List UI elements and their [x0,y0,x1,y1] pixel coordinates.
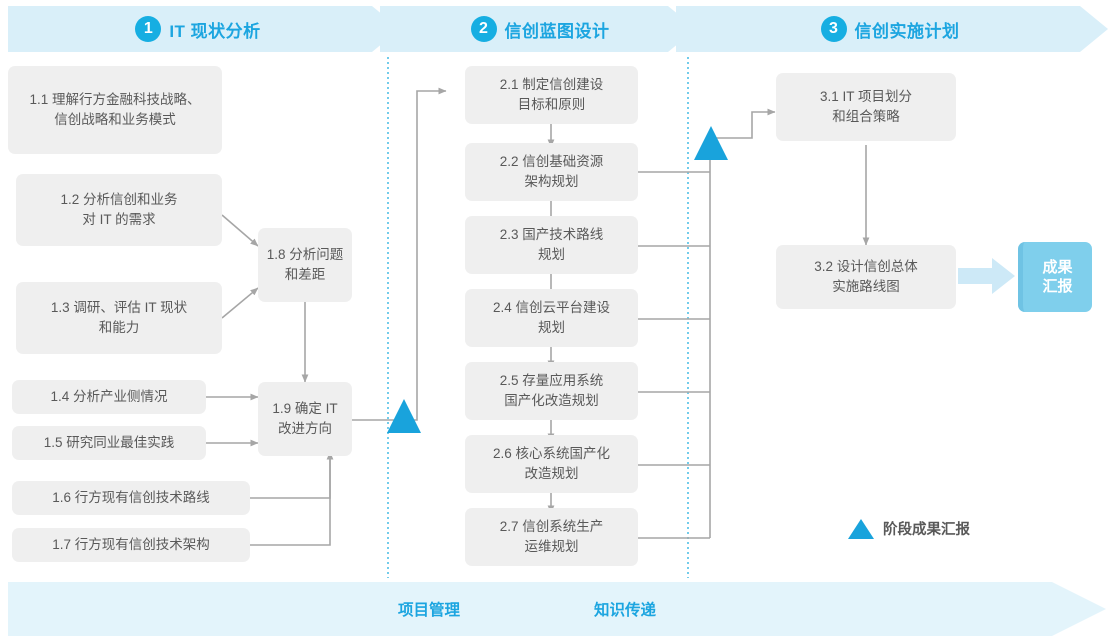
bottom-band-label-knowledge-transfer: 知识传递 [594,602,657,619]
result-report-badge[interactable]: 成果 汇报 [1018,242,1092,312]
phase-number-3: 3 [820,16,847,42]
phase-number-2: 2 [470,16,497,42]
phase2-output-bus [638,108,776,539]
task-box-1-5[interactable]: 1.5 研究同业最佳实践 [12,426,206,460]
legend-milestone: 阶段成果汇报 [848,518,970,539]
task-box-1-1[interactable]: 1.1 理解行方金融科技战略、 信创战略和业务模式 [8,66,222,154]
phase-header-2: 2 信创蓝图设计 [392,6,688,52]
task-box-1-8[interactable]: 1.8 分析问题 和差距 [258,228,352,302]
task-box-1-3[interactable]: 1.3 调研、评估 IT 现状 和能力 [16,282,222,354]
task-box-3-2[interactable]: 3.2 设计信创总体 实施路线图 [776,245,956,309]
task-box-2-7[interactable]: 2.7 信创系统生产 运维规划 [465,508,638,566]
phase-header-3: 3 信创实施计划 [690,6,1090,52]
phase-label-1: IT 现状分析 [169,21,261,41]
phase-label-2: 信创蓝图设计 [504,21,610,41]
phase1-connectors [206,87,447,546]
phase-number-1: 1 [135,16,162,42]
task-box-1-2[interactable]: 1.2 分析信创和业务 对 IT 的需求 [16,174,222,246]
bottom-band-label-project-management: 项目管理 [398,602,461,619]
task-box-1-4[interactable]: 1.4 分析产业侧情况 [12,380,206,414]
bottom-band [8,582,1106,636]
triangle-milestone-icon [848,518,874,539]
task-box-2-3[interactable]: 2.3 国产技术路线 规划 [465,216,638,274]
task-box-2-1[interactable]: 2.1 制定信创建设 目标和原则 [465,66,638,124]
phase-label-3: 信创实施计划 [854,21,960,41]
task-box-2-5[interactable]: 2.5 存量应用系统 国产化改造规划 [465,362,638,420]
task-box-2-2[interactable]: 2.2 信创基础资源 架构规划 [465,143,638,201]
task-box-1-6[interactable]: 1.6 行方现有信创技术路线 [12,481,250,515]
result-arrow-icon [958,258,1015,294]
task-box-1-7[interactable]: 1.7 行方现有信创技术架构 [12,528,250,562]
phase-header-1: 1 IT 现状分析 [8,6,388,52]
task-box-3-1[interactable]: 3.1 IT 项目划分 和组合策略 [776,73,956,141]
task-box-1-9[interactable]: 1.9 确定 IT 改进方向 [258,382,352,456]
task-box-2-6[interactable]: 2.6 核心系统国产化 改造规划 [465,435,638,493]
legend-label: 阶段成果汇报 [883,522,970,538]
task-box-2-4[interactable]: 2.4 信创云平台建设 规划 [465,289,638,347]
